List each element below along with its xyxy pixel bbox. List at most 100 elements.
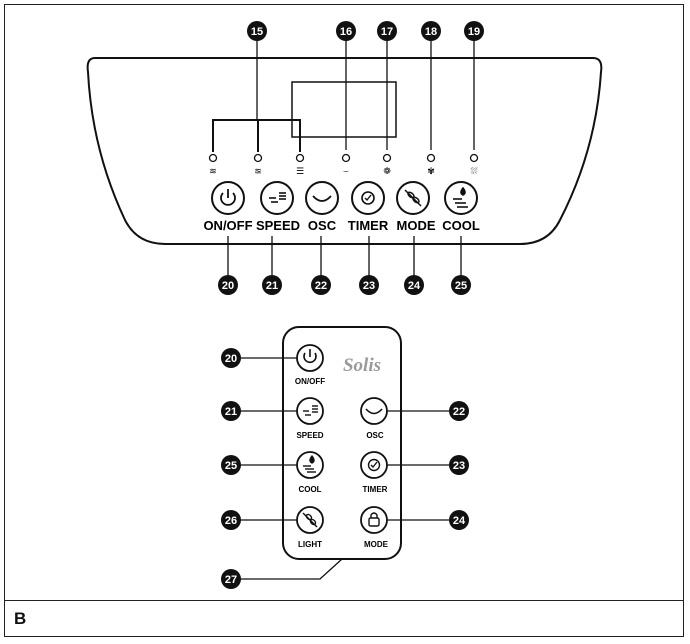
callout-17: 17: [377, 21, 397, 41]
indicator-leds: [208, 153, 479, 163]
svg-text:24: 24: [408, 280, 421, 292]
remote-osc-button[interactable]: [360, 397, 388, 425]
power-icon: [220, 192, 236, 206]
figure-divider: [4, 600, 684, 601]
panel-label-timer: TIMER: [348, 218, 389, 233]
remote-callout-22: 22: [449, 401, 469, 421]
figure-frame: [4, 4, 684, 637]
fan-speed-icon: [269, 192, 286, 203]
remote-callout-27: 27: [221, 569, 241, 589]
remote-label-cool: COOL: [298, 485, 321, 494]
callout-15: 15: [247, 21, 267, 41]
speed-mid-icon: ≊: [254, 167, 262, 177]
panel-cool-button[interactable]: [444, 181, 478, 215]
svg-text:23: 23: [453, 460, 465, 472]
callout-16: 16: [336, 21, 356, 41]
top-callouts: 15 16 17 18 19: [247, 21, 484, 150]
panel-button-labels: ON/OFF SPEED OSC TIMER MODE COOL: [203, 218, 479, 233]
remote-label-speed: SPEED: [296, 431, 323, 440]
remote-speed-button[interactable]: [296, 397, 324, 425]
remote-callouts: 20 21 25 26 22 23 24 27: [221, 348, 469, 589]
speed-low-icon: ≋: [209, 167, 217, 177]
control-panel-outline: [86, 57, 603, 245]
panel-buttons: [211, 181, 478, 215]
cool-indicator-icon: ⛆: [470, 166, 477, 177]
power-icon: [303, 352, 317, 364]
remote-callout-25: 25: [221, 455, 241, 475]
svg-text:21: 21: [225, 406, 237, 418]
callout-18: 18: [421, 21, 441, 41]
remote-label-osc: OSC: [366, 431, 384, 440]
cool-water-icon: [303, 454, 316, 473]
panel-label-osc: OSC: [308, 218, 337, 233]
svg-text:22: 22: [315, 280, 327, 292]
panel-label-cool: COOL: [442, 218, 480, 233]
indicator-led: [469, 153, 479, 163]
svg-text:18: 18: [425, 26, 437, 38]
callout-23: 23: [359, 275, 379, 295]
lock-mode-icon: [368, 512, 380, 527]
svg-text:24: 24: [453, 515, 466, 527]
remote-mode-button[interactable]: [360, 506, 388, 534]
remote-callout-26: 26: [221, 510, 241, 530]
oscillation-icon: [365, 408, 383, 415]
remote-label-mode: MODE: [364, 540, 389, 549]
indicator-led: [382, 153, 392, 163]
panel-bottom-callouts: 20 21 22 23 24 25: [218, 236, 471, 295]
callout-25: 25: [451, 275, 471, 295]
clock-icon: [361, 191, 375, 205]
svg-text:16: 16: [340, 26, 352, 38]
svg-text:17: 17: [381, 26, 393, 38]
svg-text:15: 15: [251, 26, 263, 38]
remote-timer-button[interactable]: [360, 451, 388, 479]
callout-21: 21: [262, 275, 282, 295]
svg-text:26: 26: [225, 515, 237, 527]
panel-onoff-button[interactable]: [211, 181, 245, 215]
remote-button-labels: ON/OFF SPEED OSC COOL TIMER LIGHT MODE: [295, 377, 389, 549]
remote-cool-button[interactable]: [296, 451, 324, 479]
mode-indicator-icon: ✾: [427, 167, 435, 177]
svg-text:25: 25: [455, 280, 467, 292]
panel-speed-button[interactable]: [260, 181, 294, 215]
svg-text:23: 23: [363, 280, 375, 292]
indicator-led: [426, 153, 436, 163]
panel-label-speed: SPEED: [256, 218, 300, 233]
panel-label-mode: MODE: [397, 218, 436, 233]
panel-mode-button[interactable]: [396, 181, 430, 215]
display-window: [291, 81, 397, 138]
svg-text:20: 20: [222, 280, 234, 292]
indicator-led: [341, 153, 351, 163]
mode-icon: [404, 189, 422, 207]
panel-osc-button[interactable]: [305, 181, 339, 215]
remote-callout-23: 23: [449, 455, 469, 475]
remote-label-light: LIGHT: [298, 540, 322, 549]
svg-text:19: 19: [468, 26, 480, 38]
osc-indicator-icon: ⌣: [343, 167, 349, 177]
svg-text:25: 25: [225, 460, 237, 472]
indicator-led: [295, 153, 305, 163]
callout-24: 24: [404, 275, 424, 295]
speed-indicator-bracket: [212, 119, 301, 152]
indicator-symbols: ≋ ≊ ☰ ⌣ ❁ ✾ ⛆: [209, 166, 477, 177]
remote-callout-20: 20: [221, 348, 241, 368]
callout-19: 19: [464, 21, 484, 41]
timer-indicator-icon: ❁: [383, 167, 391, 177]
remote-label-onoff: ON/OFF: [295, 377, 325, 386]
remote-brand-logo: Solis: [343, 355, 381, 376]
cool-water-icon: [453, 186, 468, 208]
remote-onoff-button[interactable]: [296, 344, 324, 372]
speed-high-icon: ☰: [296, 167, 304, 177]
panel-timer-button[interactable]: [351, 181, 385, 215]
callout-22: 22: [311, 275, 331, 295]
light-icon: [302, 512, 318, 528]
indicator-led: [208, 153, 218, 163]
panel-label-onoff: ON/OFF: [203, 218, 252, 233]
remote-light-button[interactable]: [296, 506, 324, 534]
remote-callout-21: 21: [221, 401, 241, 421]
svg-text:21: 21: [266, 280, 278, 292]
svg-text:27: 27: [225, 574, 237, 586]
svg-text:22: 22: [453, 406, 465, 418]
figure-label: B: [14, 609, 27, 628]
remote-label-timer: TIMER: [363, 485, 388, 494]
